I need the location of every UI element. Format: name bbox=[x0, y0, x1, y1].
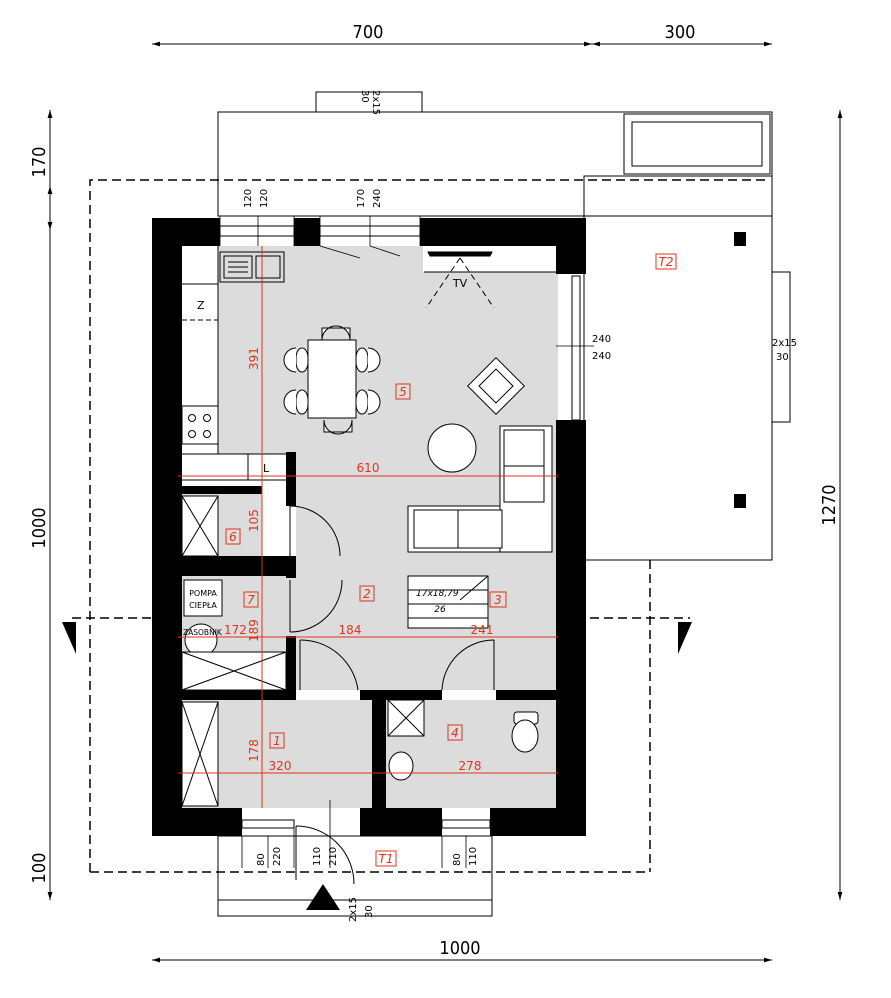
outer-dimensions: 700 300 1000 170 1000 100 1270 bbox=[29, 22, 843, 963]
entrance-arrow-icon bbox=[306, 884, 340, 910]
dim-bottom-w1a: 80 bbox=[256, 853, 267, 866]
coffee-table bbox=[427, 423, 477, 473]
dim-room1-w: 320 bbox=[269, 759, 292, 773]
terrace-t1 bbox=[217, 835, 493, 917]
dim-top-win-b1: 170 bbox=[356, 189, 367, 208]
wardrobe-6 bbox=[181, 495, 219, 557]
section-marker-left bbox=[62, 622, 76, 654]
section-marker-right bbox=[678, 622, 692, 654]
dim-top-left: 700 bbox=[353, 22, 384, 43]
kitchen-counter bbox=[181, 246, 286, 481]
terrace-t2 bbox=[217, 91, 791, 561]
room-7-label: 7 bbox=[247, 593, 255, 607]
internal-dimensions bbox=[178, 246, 558, 808]
heat-pump bbox=[181, 579, 287, 691]
sofa bbox=[407, 425, 553, 553]
label-l: L bbox=[263, 462, 270, 475]
stairs-label-1: 17x18,79 bbox=[416, 589, 459, 599]
dim-left-mid: 1000 bbox=[29, 507, 50, 548]
dim-step-right: 2x15 bbox=[772, 338, 797, 349]
small-dimension-labels: 120 120 170 240 30 2x15 240 240 2x15 30 … bbox=[243, 90, 797, 922]
dim-bottom-w2b: 110 bbox=[468, 847, 479, 866]
armchair bbox=[467, 357, 525, 415]
room-6-label: 6 bbox=[229, 530, 237, 544]
dim-room7-w: 172 bbox=[224, 623, 247, 637]
dim-top-win-b2: 240 bbox=[372, 189, 383, 208]
misc-labels: TV Z L POMPA CIEPŁA ZASOBNIK 17x18,79 26 bbox=[183, 277, 468, 637]
pompa-label-1: POMPA bbox=[189, 589, 217, 598]
dim-bottom-door-a: 110 bbox=[312, 847, 323, 866]
dim-bottom-door-b: 210 bbox=[328, 847, 339, 866]
dim-bottom: 1000 bbox=[439, 938, 480, 959]
tv-stand bbox=[424, 251, 558, 309]
stairs-label-2: 26 bbox=[434, 605, 446, 615]
walls bbox=[152, 218, 586, 836]
pompa-label-2: CIEPŁA bbox=[189, 601, 217, 610]
doors bbox=[289, 505, 495, 885]
dining-table bbox=[283, 325, 381, 435]
dim-room4-w: 278 bbox=[459, 759, 482, 773]
dim-step-top-b: 30 bbox=[359, 90, 370, 103]
dim-top-win-a2: 120 bbox=[259, 189, 270, 208]
window-detail-lines bbox=[219, 216, 594, 868]
dim-top-right: 300 bbox=[665, 22, 696, 43]
zasobnik-label: ZASOBNIK bbox=[183, 628, 223, 637]
wardrobe-1 bbox=[181, 701, 219, 807]
dim-left-top: 170 bbox=[29, 147, 50, 178]
dim-room6-height: 105 bbox=[247, 509, 261, 532]
dim-hall-w: 184 bbox=[339, 623, 362, 637]
terrace-t2-label: T2 bbox=[659, 255, 674, 269]
dim-room1-h: 178 bbox=[247, 739, 261, 762]
dim-right-win-b: 240 bbox=[592, 351, 611, 362]
room-5-label: 5 bbox=[399, 385, 407, 399]
dim-stair-w: 241 bbox=[471, 623, 494, 637]
dim-step-bottom: 2x15 bbox=[348, 897, 359, 922]
dim-left-bottom: 100 bbox=[29, 853, 50, 884]
kitchen-sink bbox=[219, 251, 285, 283]
dim-living-height: 391 bbox=[247, 347, 261, 370]
room-2-label: 2 bbox=[363, 587, 371, 601]
terrace-posts bbox=[734, 232, 746, 508]
room-numbers: 1 2 3 4 5 6 7 T1 T2 bbox=[225, 253, 677, 867]
dim-step-bottom-b: 30 bbox=[364, 905, 375, 918]
dim-top-win-a1: 120 bbox=[243, 189, 254, 208]
dim-bottom-w2a: 80 bbox=[452, 853, 463, 866]
stairs bbox=[407, 575, 489, 629]
room-4-label: 4 bbox=[451, 726, 459, 740]
red-dimension-labels: 391 610 105 172 189 184 241 178 320 278 bbox=[224, 347, 493, 773]
room-1-label: 1 bbox=[273, 734, 281, 748]
tv-label: TV bbox=[452, 277, 468, 290]
dim-bottom-w1b: 220 bbox=[272, 847, 283, 866]
dim-step-top: 2x15 bbox=[370, 90, 381, 115]
label-z: Z bbox=[197, 299, 205, 312]
dim-right-win-a: 240 bbox=[592, 334, 611, 345]
room-3-label: 3 bbox=[494, 593, 502, 607]
dim-room7-h: 189 bbox=[247, 619, 261, 642]
stove-icon bbox=[188, 414, 211, 438]
terrace-t1-label: T1 bbox=[379, 852, 394, 866]
dim-right: 1270 bbox=[819, 484, 840, 525]
dim-step-right-b: 30 bbox=[776, 352, 789, 363]
dim-living-width: 610 bbox=[357, 461, 380, 475]
